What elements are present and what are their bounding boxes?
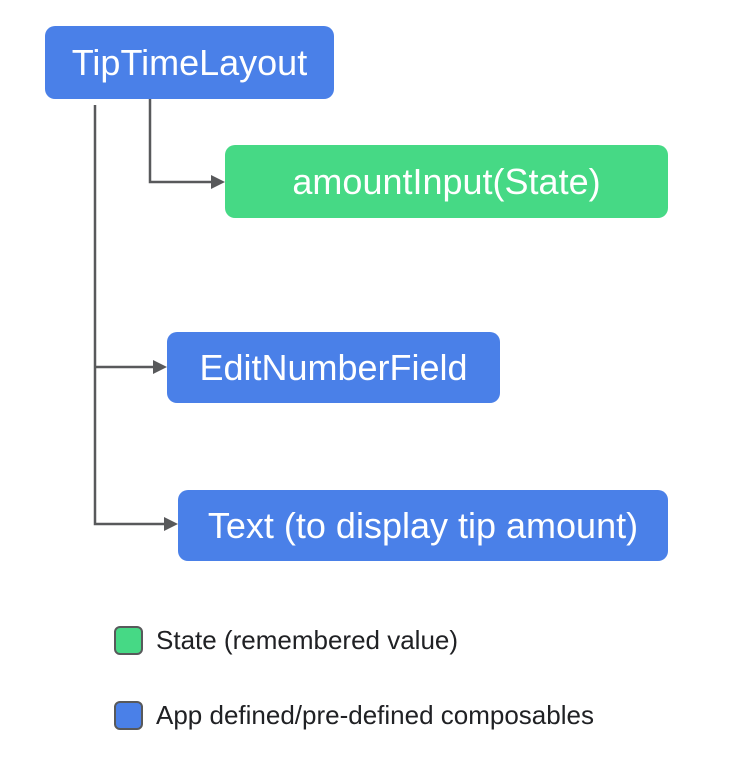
node-text-display-tip-label: Text (to display tip amount)	[207, 504, 639, 546]
node-amountinput-state: amountInput(State)	[225, 145, 668, 218]
node-editnumberfield-label: EditNumberField	[199, 346, 468, 388]
connector-root-to-amountinput	[148, 99, 212, 184]
legend-label-state: State (remembered value)	[156, 625, 459, 655]
arrowhead-editnumberfield-icon	[153, 360, 167, 374]
node-tiptimelayout-label: TipTimeLayout	[71, 41, 308, 83]
legend-swatch-composable-icon	[114, 701, 143, 730]
arrowhead-amountinput-icon	[211, 175, 225, 189]
legend-label-composable: App defined/pre-defined composables	[156, 700, 594, 730]
legend-item-state: State (remembered value)	[114, 626, 458, 655]
node-editnumberfield: EditNumberField	[167, 332, 500, 403]
arrowhead-text-icon	[164, 517, 178, 531]
legend-swatch-state-icon	[114, 626, 143, 655]
connector-root-trunk	[93, 105, 165, 526]
node-amountinput-state-label: amountInput(State)	[292, 160, 601, 202]
node-text-display-tip: Text (to display tip amount)	[178, 490, 668, 561]
legend-item-composable: App defined/pre-defined composables	[114, 701, 594, 730]
node-tiptimelayout: TipTimeLayout	[45, 26, 334, 99]
